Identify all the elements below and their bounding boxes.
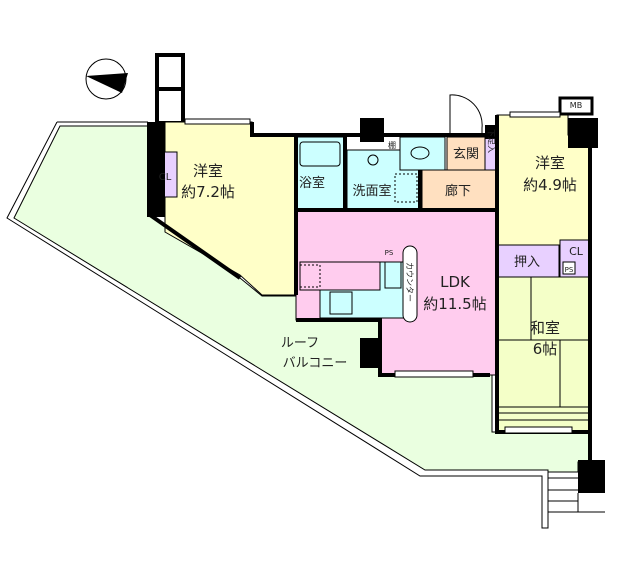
shelf-label: 棚 — [388, 140, 396, 150]
japanese-room-name: 和室 — [530, 319, 560, 337]
oshiire-label: 押入 — [514, 255, 540, 270]
entrance-label: 玄関 — [453, 147, 479, 162]
western-room-2-size: 約4.9帖 — [523, 176, 577, 194]
washroom-label: 洗面室 — [352, 183, 391, 199]
meter-box-label: MB — [570, 101, 582, 110]
ps-kitchen-label: PS — [385, 249, 394, 257]
hallway-label: 廊下 — [445, 183, 471, 199]
closet-left-label: CL — [159, 172, 172, 183]
western-room-2-name: 洋室 — [535, 154, 565, 172]
north-arrow-icon — [85, 58, 128, 100]
ldk-name: LDK — [440, 273, 471, 291]
western-room-1-name: 洋室 — [193, 162, 223, 180]
meter-box — [558, 96, 594, 116]
western-room-1-size: 約7.2帖 — [181, 183, 235, 201]
shoe-storage-label: 下足入 — [487, 129, 496, 153]
counter — [402, 245, 418, 323]
toilet — [399, 136, 446, 171]
ldk-size: 約11.5帖 — [423, 295, 486, 313]
japanese-room — [496, 276, 591, 433]
oshiire-closet — [496, 244, 560, 278]
ps-right-label: PS — [565, 266, 574, 274]
bathroom — [295, 136, 346, 211]
bathroom-label: 浴室 — [299, 175, 325, 191]
hallway — [421, 169, 498, 211]
balcony-label-line1: ルーフ — [281, 336, 319, 351]
japanese-room-size: 6帖 — [533, 340, 558, 358]
balcony-label-line2: バルコニー — [283, 356, 348, 371]
roof-balcony — [13, 125, 591, 473]
closet-right-label: CL — [569, 245, 584, 258]
counter-label: カウンター — [405, 262, 414, 302]
